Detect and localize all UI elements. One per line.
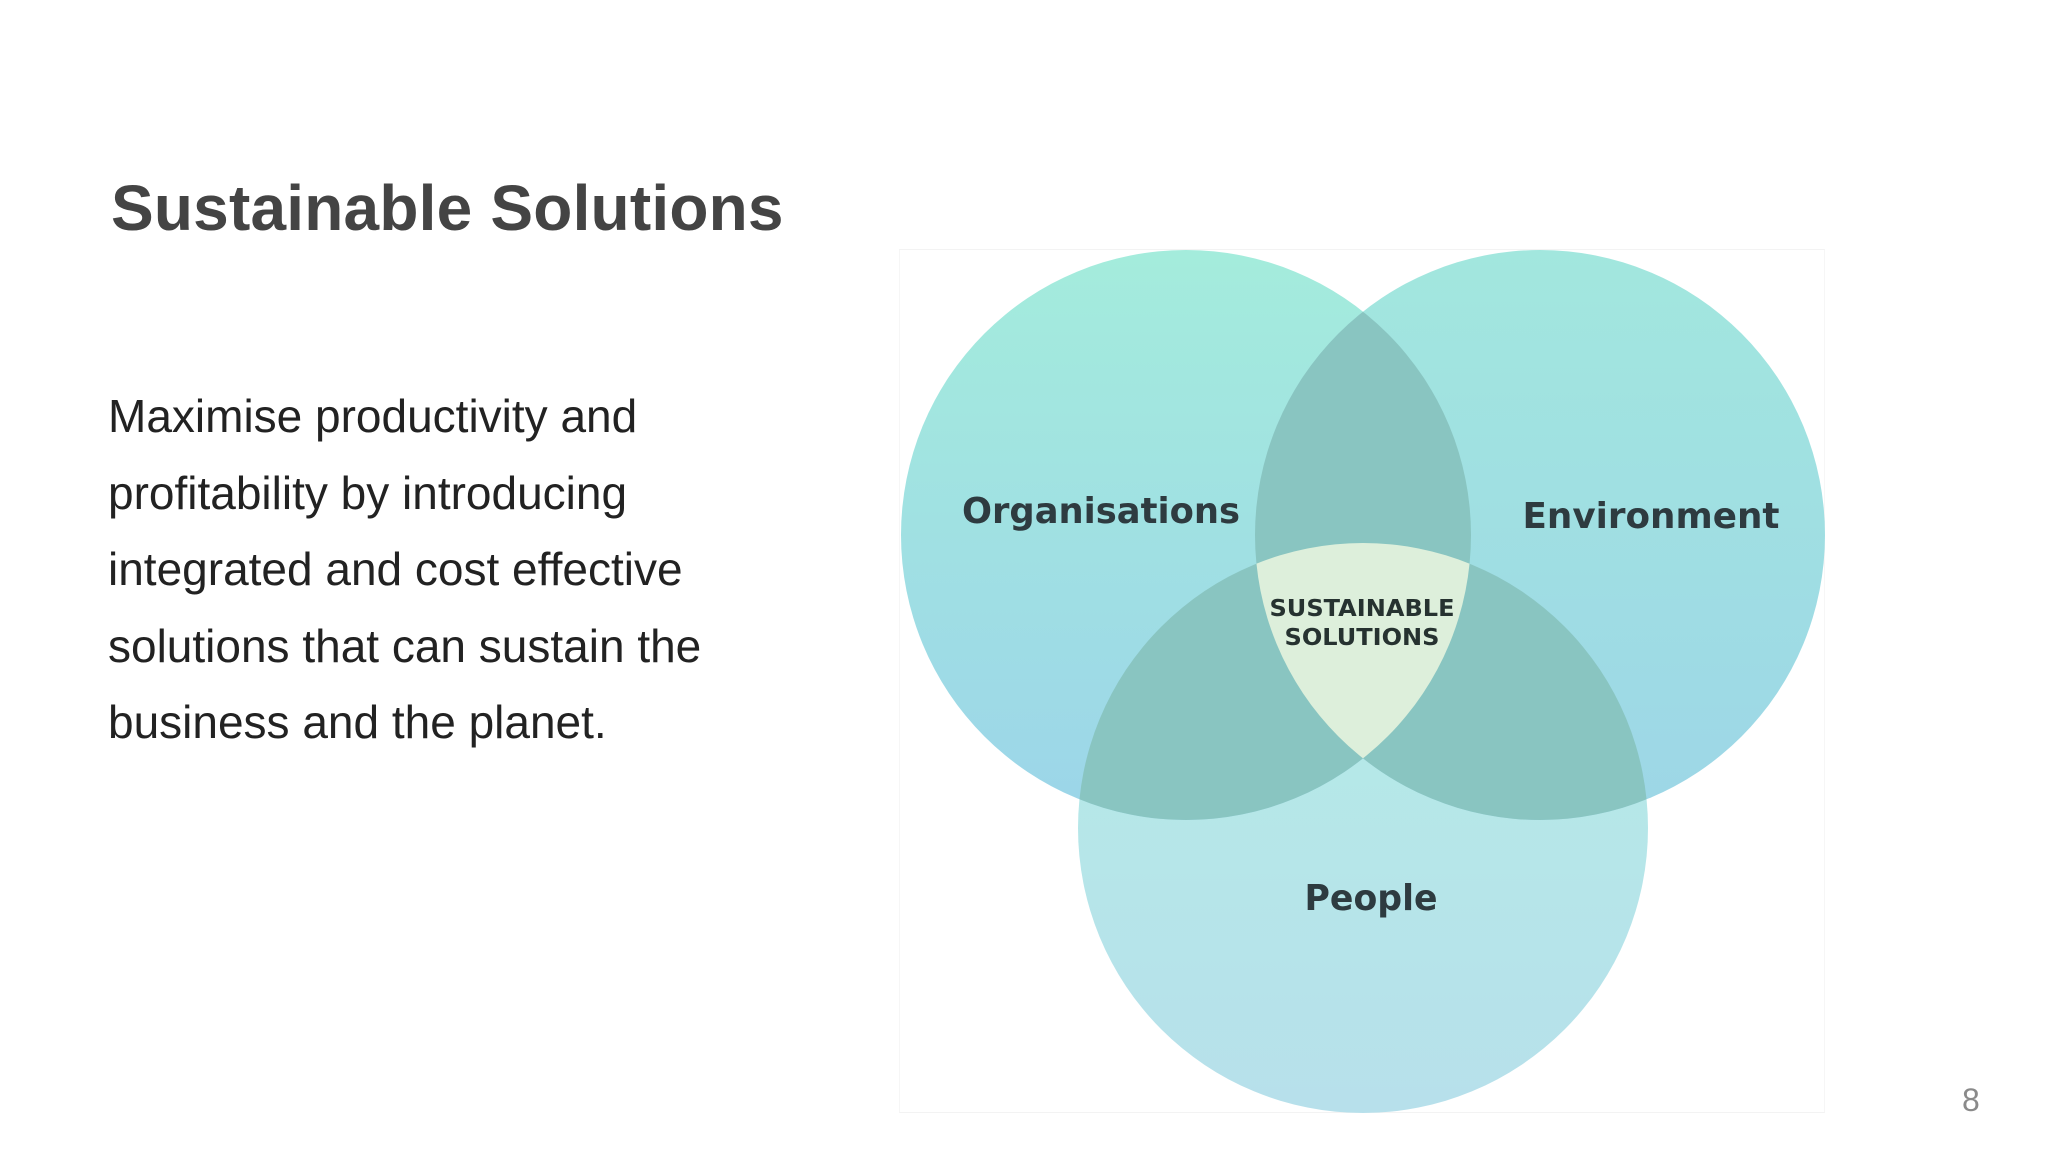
body-line-5: business and the planet. [108,696,607,748]
page-number: 8 [1962,1082,1980,1118]
venn-overlap-environment-people [1255,543,1648,820]
label-environment: Environment [1523,496,1780,537]
label-solutions: SOLUTIONS [1285,625,1440,651]
body-line-2: profitability by introducing [108,466,628,519]
slide-body-text: Maximise productivity and profitability … [108,378,808,761]
slide-title: Sustainable Solutions [111,172,784,244]
body-line-1: Maximise productivity and [108,390,638,442]
label-sustainable: SUSTAINABLE [1270,596,1455,622]
body-line-3: integrated and cost effective [108,543,683,595]
label-people: People [1305,878,1438,919]
body-line-4: solutions that can sustain the [108,619,702,672]
venn-overlap-organisations-people [1078,543,1471,820]
label-organisations: Organisations [962,491,1240,532]
